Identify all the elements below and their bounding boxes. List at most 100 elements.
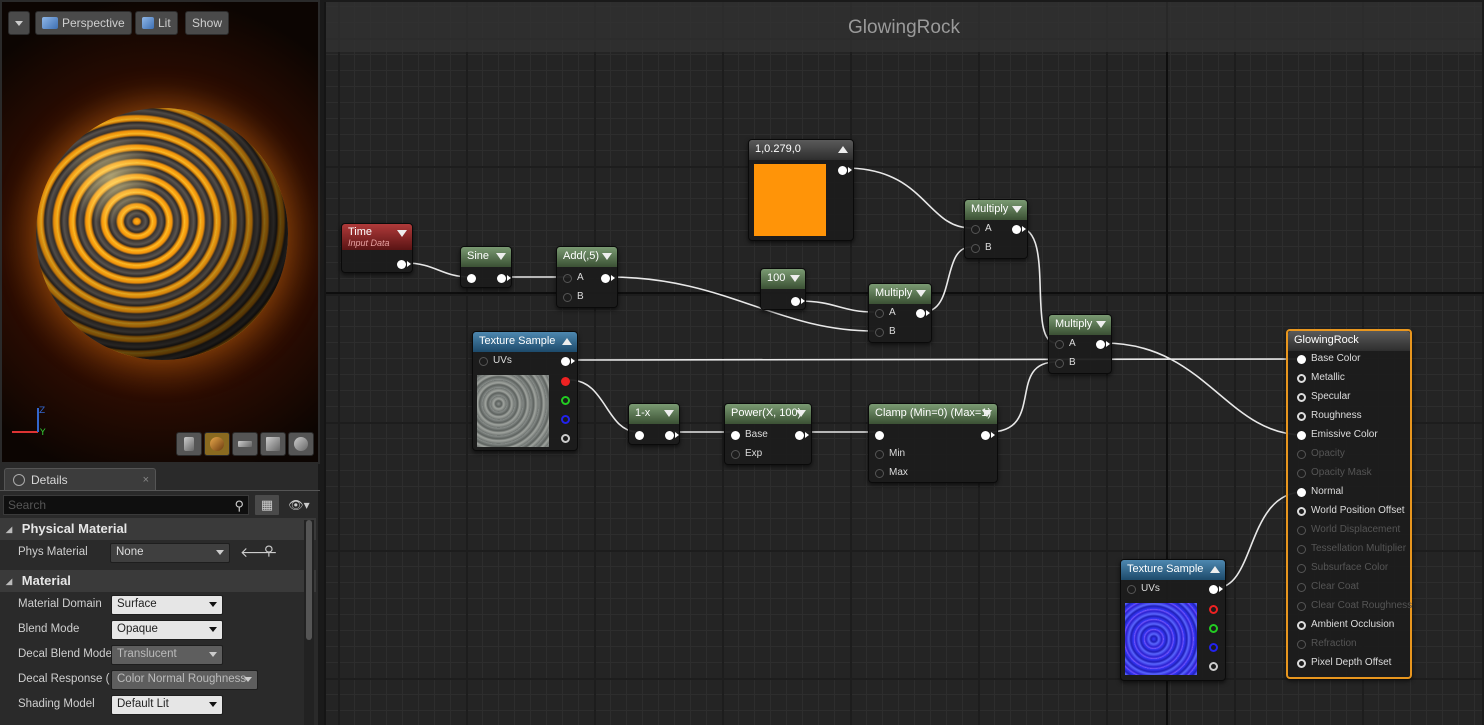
output-input-pin[interactable] <box>1297 526 1306 535</box>
input-pin[interactable] <box>467 274 476 283</box>
node-power[interactable]: Power(X, 100) Base Exp <box>724 403 812 465</box>
node-color-constant[interactable]: 1,0.279,0 <box>748 139 854 241</box>
node-multiply-3[interactable]: Multiply A B <box>1048 314 1112 374</box>
output-pin-g[interactable] <box>561 396 570 405</box>
output-pin-a[interactable] <box>1209 662 1218 671</box>
collapse-icon[interactable] <box>397 230 407 237</box>
output-pin[interactable] <box>838 166 852 175</box>
output-input-pin[interactable] <box>1297 602 1306 611</box>
blend-mode-combo[interactable]: Opaque <box>111 620 223 640</box>
output-pin-r[interactable] <box>561 377 570 386</box>
output-pin-b[interactable] <box>561 415 570 424</box>
input-pin-exp[interactable] <box>731 450 740 459</box>
collapse-icon[interactable] <box>664 410 674 417</box>
sphere-preview-button[interactable] <box>204 432 230 456</box>
node-clamp[interactable]: Clamp (Min=0) (Max=1) Min Max <box>868 403 998 483</box>
input-pin-uvs[interactable] <box>479 357 488 366</box>
input-pin-a[interactable] <box>563 274 572 283</box>
output-pin-rgb[interactable] <box>1209 585 1223 594</box>
input-pin[interactable] <box>875 431 884 440</box>
collapse-icon[interactable] <box>1012 206 1022 213</box>
category-material[interactable]: Material <box>0 570 316 592</box>
output-input-pin[interactable] <box>1297 431 1306 440</box>
collapse-icon[interactable] <box>916 290 926 297</box>
input-pin-a[interactable] <box>875 309 884 318</box>
property-matrix-button[interactable]: ▦ <box>254 494 280 516</box>
output-input-pin[interactable] <box>1297 412 1306 421</box>
lit-button[interactable]: Lit <box>135 11 178 35</box>
output-pin-rgb[interactable] <box>561 357 575 366</box>
collapse-icon[interactable] <box>496 253 506 260</box>
output-input-pin[interactable] <box>1297 374 1306 383</box>
output-input-pin[interactable] <box>1297 545 1306 554</box>
output-input-pin[interactable] <box>1297 640 1306 649</box>
input-pin-a[interactable] <box>1055 340 1064 349</box>
node-one-minus[interactable]: 1-x <box>628 403 680 445</box>
output-pin-a[interactable] <box>561 434 570 443</box>
output-pin[interactable] <box>1012 225 1026 234</box>
node-add[interactable]: Add(,5) A B <box>556 246 618 308</box>
output-pin[interactable] <box>397 260 411 269</box>
browse-search-icon[interactable]: ⚲ <box>264 544 274 559</box>
input-pin-a[interactable] <box>971 225 980 234</box>
plane-preview-button[interactable] <box>232 432 258 456</box>
input-pin-uvs[interactable] <box>1127 585 1136 594</box>
input-pin-max[interactable] <box>875 469 884 478</box>
node-texture-sample-1[interactable]: Texture Sample UVs <box>472 331 578 451</box>
collapse-icon[interactable] <box>602 253 612 260</box>
output-pin-b[interactable] <box>1209 643 1218 652</box>
node-sine[interactable]: Sine <box>460 246 512 288</box>
use-selected-arrow-icon[interactable]: 🡐 <box>240 545 278 561</box>
output-pin[interactable] <box>1096 340 1110 349</box>
node-constant-100[interactable]: 100 <box>760 268 806 310</box>
output-input-pin[interactable] <box>1297 621 1306 630</box>
shading-model-combo[interactable]: Default Lit <box>111 695 223 715</box>
input-pin-b[interactable] <box>971 244 980 253</box>
collapse-icon[interactable] <box>1210 566 1220 573</box>
collapse-icon[interactable] <box>790 275 800 282</box>
collapse-icon[interactable] <box>562 338 572 345</box>
output-pin[interactable] <box>916 309 930 318</box>
collapse-icon[interactable] <box>982 410 992 417</box>
details-tab[interactable]: Details × <box>4 468 156 490</box>
output-pin[interactable] <box>601 274 615 283</box>
output-pin[interactable] <box>795 431 809 440</box>
output-input-pin[interactable] <box>1297 659 1306 668</box>
material-graph-canvas[interactable]: GlowingRock Time <box>324 2 1484 725</box>
output-pin[interactable] <box>665 431 679 440</box>
output-input-pin[interactable] <box>1297 488 1306 497</box>
visibility-filter-button[interactable]: 👁▾ <box>283 494 315 516</box>
cylinder-preview-button[interactable] <box>176 432 202 456</box>
perspective-button[interactable]: Perspective <box>35 11 132 35</box>
color-swatch[interactable] <box>754 164 826 236</box>
node-multiply-2[interactable]: Multiply A B <box>868 283 932 343</box>
input-pin[interactable] <box>635 431 644 440</box>
node-time[interactable]: Time Input Data <box>341 223 413 273</box>
material-domain-combo[interactable]: Surface <box>111 595 223 615</box>
details-search-input[interactable]: Search ⚲ <box>3 495 249 515</box>
cube-preview-button[interactable] <box>260 432 286 456</box>
input-pin-b[interactable] <box>875 328 884 337</box>
output-pin-g[interactable] <box>1209 624 1218 633</box>
output-input-pin[interactable] <box>1297 469 1306 478</box>
phys-material-combo[interactable]: None <box>110 543 230 563</box>
output-pin[interactable] <box>497 274 511 283</box>
scrollbar-thumb[interactable] <box>306 520 312 640</box>
input-pin-b[interactable] <box>563 293 572 302</box>
collapse-icon[interactable] <box>838 146 848 153</box>
output-pin[interactable] <box>791 297 805 306</box>
output-pin-r[interactable] <box>1209 605 1218 614</box>
output-input-pin[interactable] <box>1297 583 1306 592</box>
output-pin[interactable] <box>981 431 995 440</box>
output-input-pin[interactable] <box>1297 507 1306 516</box>
decal-response-combo[interactable]: Color Normal Roughness <box>111 670 258 690</box>
show-button[interactable]: Show <box>185 11 230 35</box>
details-scrollbar[interactable] <box>304 520 314 725</box>
input-pin-b[interactable] <box>1055 359 1064 368</box>
preview-viewport[interactable]: Perspective Lit Show Z Y <box>0 0 320 464</box>
node-texture-sample-2[interactable]: Texture Sample UVs <box>1120 559 1226 681</box>
category-physical-material[interactable]: Physical Material <box>0 518 316 540</box>
close-icon[interactable]: × <box>142 473 149 486</box>
viewport-menu-button[interactable] <box>8 11 30 35</box>
